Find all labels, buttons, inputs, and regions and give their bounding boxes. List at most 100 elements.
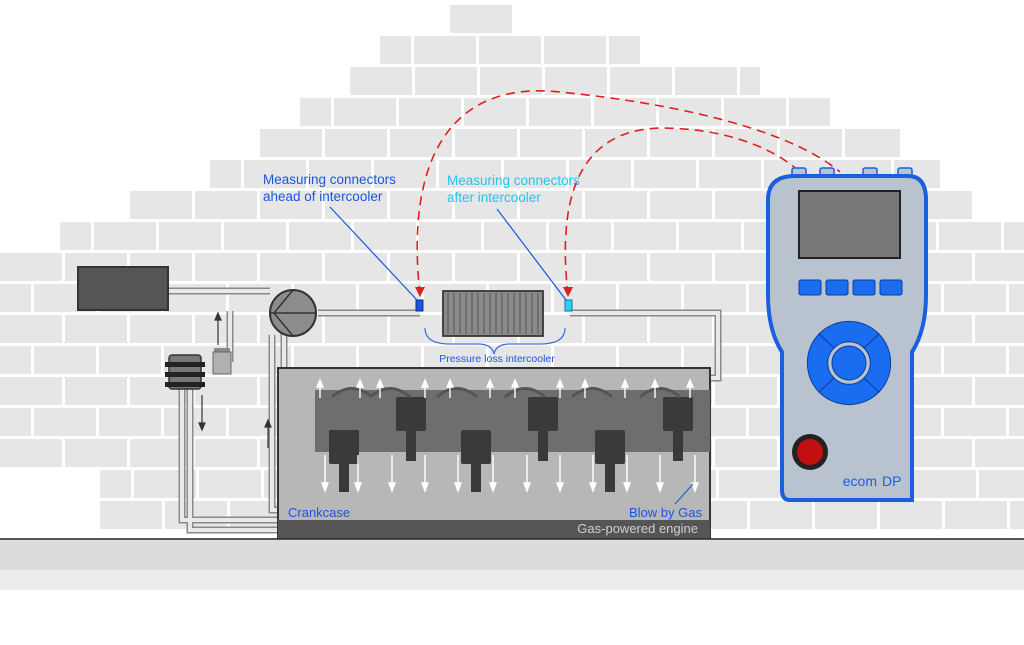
blow-by-arrowhead: [420, 378, 430, 388]
connector-before: [415, 299, 424, 312]
brick: [944, 284, 1006, 312]
valve-arc: [331, 387, 373, 399]
brick: [650, 253, 712, 281]
pressure-loss-brace: [424, 327, 566, 355]
brick: [260, 129, 322, 157]
brick: [504, 160, 566, 188]
brick: [334, 98, 396, 126]
brick: [715, 439, 777, 467]
brick: [815, 501, 877, 529]
blow-by-arrowhead: [315, 378, 325, 388]
device-brand: ecom: [843, 473, 877, 489]
brick: [650, 129, 712, 157]
function-button-3[interactable]: [852, 279, 876, 296]
blow-by-arrowhead: [510, 378, 520, 388]
blow-by-arrowhead: [690, 482, 700, 493]
brick: [585, 315, 647, 343]
brick: [975, 315, 1024, 343]
blow-by-arrowhead: [555, 482, 565, 493]
function-button-4[interactable]: [879, 279, 903, 296]
blow-by-arrowhead: [387, 482, 397, 493]
blow-by-arrowhead: [353, 482, 363, 493]
brick: [1009, 408, 1024, 436]
after-label-line1: Measuring connectors: [447, 173, 580, 188]
valve-arcs: [331, 387, 681, 399]
brick: [0, 439, 62, 467]
brick: [350, 67, 412, 95]
blow-by-arrowhead: [420, 482, 430, 493]
piston: [329, 430, 359, 464]
brick: [944, 346, 1006, 374]
brick: [520, 129, 582, 157]
valve-arc: [504, 387, 546, 399]
brick: [715, 377, 777, 405]
blow-by-arrowhead: [655, 482, 665, 493]
brick: [610, 67, 672, 95]
ahead-label-line2: ahead of intercooler: [263, 189, 383, 204]
blow-by-arrowhead: [650, 378, 660, 388]
brick: [34, 346, 96, 374]
brick: [455, 253, 517, 281]
brick: [195, 377, 257, 405]
blow-by-arrowhead: [622, 482, 632, 493]
valve-arc: [369, 387, 411, 399]
brick: [224, 222, 286, 250]
piston: [528, 397, 558, 431]
function-button-2[interactable]: [825, 279, 849, 296]
after-label-line2: after intercooler: [447, 190, 541, 205]
blow-by-arrowhead: [375, 378, 385, 388]
function-buttons: [798, 279, 903, 296]
brick: [199, 470, 261, 498]
blow-by-arrowhead: [445, 378, 455, 388]
brick: [309, 160, 371, 188]
turbocharger: [269, 289, 317, 337]
brick: [455, 191, 517, 219]
brick: [0, 253, 62, 281]
nav-center-button: [831, 345, 867, 381]
brick: [789, 98, 830, 126]
blow-by-arrowhead: [522, 482, 532, 493]
brick: [480, 67, 542, 95]
blow-by-arrowhead: [588, 482, 598, 493]
engine: [277, 367, 711, 539]
brick: [65, 315, 127, 343]
brick: [675, 67, 737, 95]
blow-by-arrowhead: [555, 378, 565, 388]
brick: [1010, 501, 1024, 529]
brick: [614, 222, 676, 250]
brick: [719, 470, 781, 498]
brick: [585, 191, 647, 219]
brick: [399, 98, 461, 126]
connector-after: [564, 299, 573, 312]
brick: [545, 67, 607, 95]
function-button-1[interactable]: [798, 279, 822, 296]
blow-by-arrowhead: [453, 482, 463, 493]
brick: [650, 315, 712, 343]
crankcase-label: Crankcase: [288, 505, 350, 520]
brick: [300, 98, 331, 126]
brick: [0, 377, 62, 405]
connecting-rod: [406, 431, 416, 461]
blow-by-arrowhead: [685, 378, 695, 388]
power-button[interactable]: [792, 434, 828, 470]
brick: [979, 470, 1024, 498]
brick: [520, 253, 582, 281]
brick: [594, 98, 656, 126]
brick: [609, 36, 640, 64]
brick: [650, 191, 712, 219]
brick: [100, 501, 162, 529]
brick: [1009, 284, 1024, 312]
brick: [134, 470, 196, 498]
navigation-pad[interactable]: [806, 320, 892, 406]
brick: [910, 377, 972, 405]
brick: [354, 222, 416, 250]
brick: [99, 346, 161, 374]
brick: [464, 98, 526, 126]
brick: [99, 408, 161, 436]
device-screen: [798, 190, 901, 259]
brick: [390, 129, 452, 157]
brick: [0, 346, 31, 374]
brick: [0, 315, 62, 343]
after-pointer: [496, 208, 567, 301]
